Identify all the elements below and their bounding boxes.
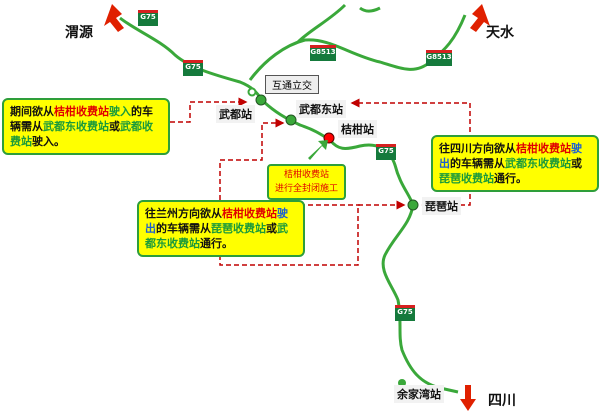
g8513-shield: G8513: [310, 45, 336, 61]
g75-road: [119, 16, 459, 394]
note-text: 桔柑收费站: [54, 105, 109, 118]
note-text: 琵琶收费站: [439, 172, 494, 185]
note-text: 桔柑收费站: [516, 142, 571, 155]
note-text: 武都东收费站: [145, 222, 288, 250]
station-wudu-east: 武都东站: [296, 100, 346, 118]
g8513-shield: G8513: [426, 50, 452, 66]
interchange-label: 互通立交: [265, 75, 319, 94]
note-text: 期间欲从: [10, 105, 54, 118]
g75-shield: G75: [376, 144, 396, 160]
station-jugan: 桔柑站: [338, 120, 377, 138]
note-sichuan: 往四川方向欲从桔柑收费站驶出的车辆需从武都东收费站或琵琶收费站通行。: [431, 135, 599, 192]
note-entry: 期间欲从桔柑收费站驶入的车辆需从武都东收费站或武都收费站驶入。: [2, 98, 170, 155]
g75-shield: G75: [183, 60, 203, 76]
arrow-weiyuan-icon: [104, 4, 124, 32]
station-yujiawan: 余家湾站: [394, 385, 444, 403]
arrow-tianshui-icon: [470, 4, 490, 32]
note-text: 往四川方向欲从: [439, 142, 516, 155]
station-wudu: 武都站: [216, 105, 255, 123]
pipa-station-dot: [407, 199, 419, 211]
note-text: 驶出: [439, 142, 582, 170]
city-tianshui: 天水: [486, 25, 514, 41]
closure-notice: 桔柑收费站 进行全封闭施工: [267, 164, 347, 200]
note-text: 驶出: [145, 207, 288, 235]
arrow-sichuan-icon: [460, 385, 476, 411]
wudu-east-station-dot: [285, 114, 297, 126]
note-text: 通行。: [494, 172, 527, 185]
detour-line: [219, 200, 406, 266]
note-text: 武都收费站: [10, 120, 153, 148]
station-pipa: 琵琶站: [422, 197, 461, 215]
interchange-node: [247, 87, 257, 97]
g75-shield: G75: [138, 10, 158, 26]
note-text: 的车辆需从: [10, 105, 153, 133]
note-text: 琵琶收费站: [211, 222, 266, 235]
note-text: 或: [266, 222, 277, 235]
branch-road-2: [359, 6, 381, 13]
detour-arrow: [170, 97, 248, 123]
wudu-station-dot: [255, 94, 267, 106]
note-text: 驶入。: [32, 135, 65, 148]
note-text: 的车辆需从: [156, 222, 211, 235]
note-text: 或: [571, 157, 582, 170]
detour-arrow: [219, 118, 285, 200]
notice-line: 桔柑收费站: [284, 170, 330, 180]
note-lanzhou: 往兰州方向欲从桔柑收费站驶出的车辆需从琵琶收费站或武都东收费站通行。: [137, 200, 305, 257]
detour-arrow: [350, 98, 471, 132]
g75-shield: G75: [395, 305, 415, 321]
note-text: 武都东收费站: [43, 120, 109, 133]
note-text: 桔柑收费站: [222, 207, 277, 220]
note-text: 或: [109, 120, 120, 133]
notice-line: 进行全封闭施工: [275, 184, 339, 194]
note-text: 往兰州方向欲从: [145, 207, 222, 220]
note-text: 驶入: [109, 105, 131, 118]
closure-pointer-icon: [308, 140, 328, 160]
city-weiyuan: 渭源: [65, 25, 93, 41]
note-text: 的车辆需从: [450, 157, 505, 170]
branch-road: [296, 3, 347, 44]
note-text: 武都东收费站: [505, 157, 571, 170]
g8513-road: [248, 14, 467, 81]
city-sichuan: 四川: [488, 393, 516, 409]
note-text: 通行。: [200, 237, 233, 250]
